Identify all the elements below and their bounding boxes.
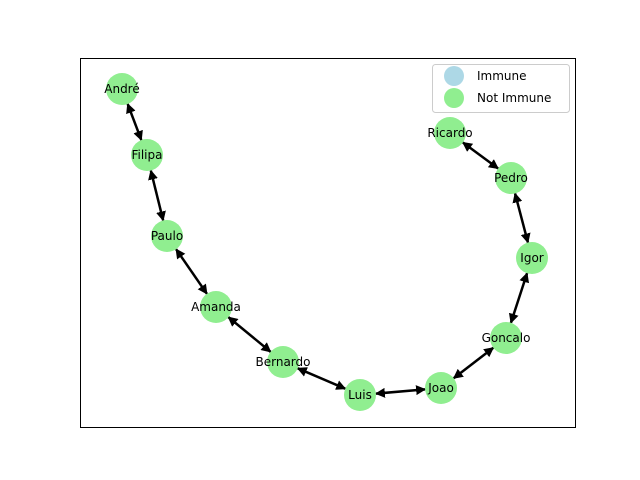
node-label-igor: Igor [520, 251, 543, 265]
edge-paulo-amanda [175, 248, 208, 295]
node-label-luis: Luis [348, 388, 372, 402]
node-label-pedro: Pedro [494, 171, 528, 185]
legend: Immune Not Immune [432, 64, 570, 113]
node-circle-ricardo [434, 117, 466, 149]
edge-filipa-paulo [148, 169, 166, 222]
node-label-ricardo: Ricardo [427, 126, 472, 140]
node-label-amanda: Amanda [191, 300, 241, 314]
node-igor: Igor [516, 242, 548, 274]
edge-luis-joao [374, 385, 427, 398]
edge-igor-pedro [512, 192, 531, 244]
node-label-bernardo: Bernardo [256, 355, 311, 369]
node-goncalo: Goncalo [482, 322, 531, 354]
node-luis: Luis [344, 379, 376, 411]
node-amanda: Amanda [191, 291, 241, 323]
edge-bernardo-luis [296, 367, 347, 390]
edge-pedro-ricardo [462, 141, 499, 170]
node-circle-igor [516, 242, 548, 274]
node-label-filipa: Filipa [131, 148, 162, 162]
node-filipa: Filipa [131, 139, 163, 171]
node-circle-goncalo [490, 322, 522, 354]
edge-goncalo-igor [508, 272, 530, 324]
legend-marker-not-immune [444, 88, 464, 108]
node-andre: André [104, 73, 140, 105]
edge-andre-filipa [126, 103, 143, 141]
node-label-joao: Joao [427, 381, 454, 395]
node-circle-amanda [200, 291, 232, 323]
node-label-andre: André [104, 82, 139, 96]
legend-label-not-immune: Not Immune [477, 91, 551, 105]
node-circle-bernardo [267, 346, 299, 378]
node-circle-paulo [151, 220, 183, 252]
edge-amanda-bernardo [227, 316, 272, 353]
node-paulo: Paulo [151, 220, 183, 252]
legend-marker-immune [444, 66, 464, 86]
node-circle-pedro [495, 162, 527, 194]
legend-label-immune: Immune [477, 69, 527, 83]
node-bernardo: Bernardo [256, 346, 311, 378]
node-joao: Joao [425, 372, 457, 404]
node-circle-luis [344, 379, 376, 411]
node-ricardo: Ricardo [427, 117, 473, 149]
node-pedro: Pedro [494, 162, 528, 194]
node-circle-filipa [131, 139, 163, 171]
node-circle-andre [106, 73, 138, 105]
edges-layer [126, 103, 531, 398]
node-label-goncalo: Goncalo [482, 331, 531, 345]
legend-box [432, 64, 570, 113]
node-label-paulo: Paulo [151, 229, 183, 243]
node-circle-joao [425, 372, 457, 404]
edge-joao-goncalo [452, 346, 495, 380]
